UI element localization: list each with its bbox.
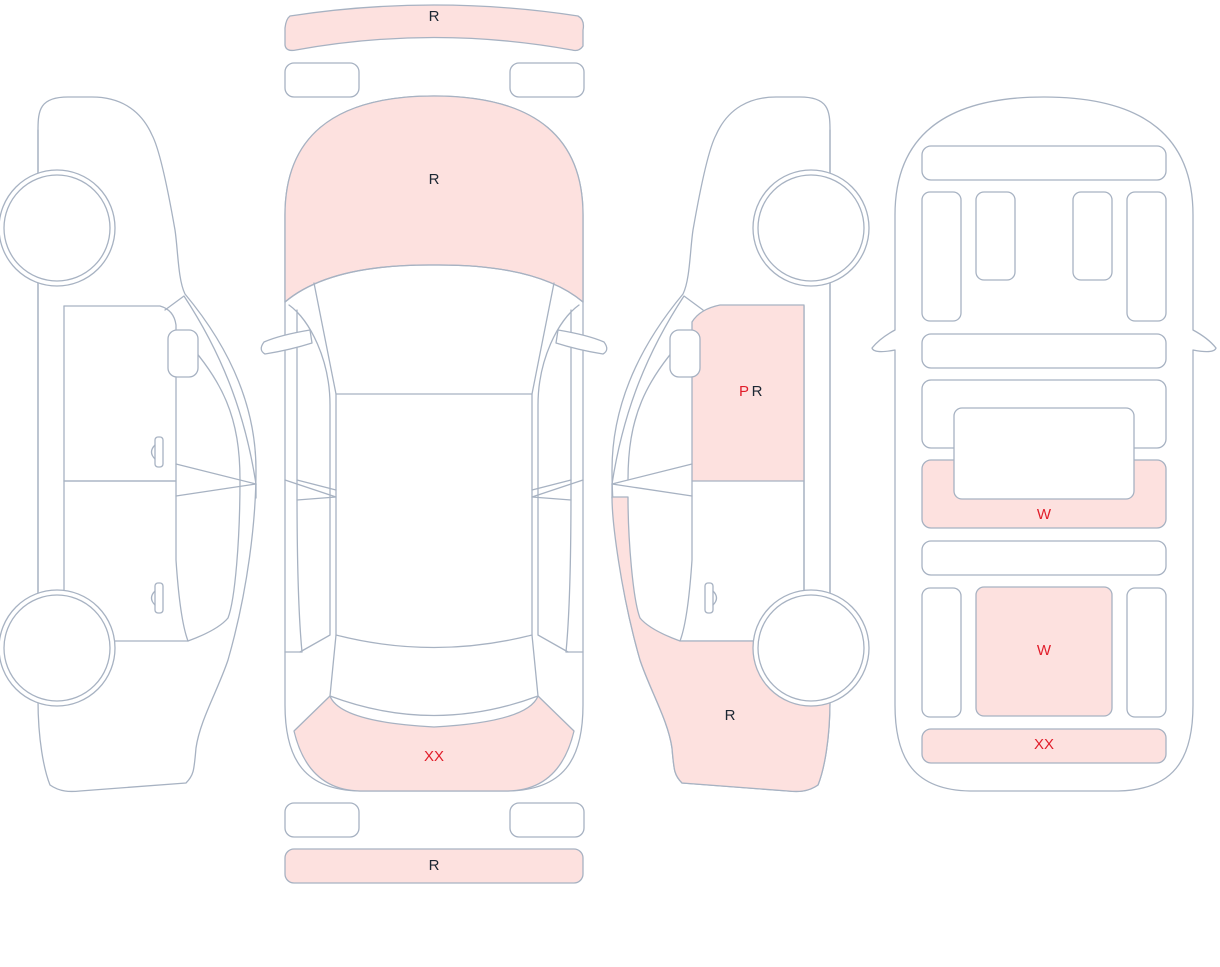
dashboard[interactable] (921, 145, 1167, 181)
rear-console[interactable] (921, 540, 1167, 576)
windshield[interactable] (284, 264, 584, 303)
left-mirror[interactable] (167, 329, 199, 378)
left-front-handle[interactable] (154, 436, 164, 468)
left-headlight[interactable] (284, 62, 360, 98)
passenger-seat[interactable] (1072, 191, 1113, 281)
rear-shelf-panel[interactable] (921, 728, 1167, 764)
rear-shelf-code: XX (1034, 736, 1054, 753)
top-right-mirror[interactable] (555, 329, 608, 355)
hood-code: R (429, 171, 440, 188)
driver-seat[interactable] (975, 191, 1016, 281)
rear-left-door-trim[interactable] (921, 587, 962, 718)
interior-view: W W XX (871, 96, 1217, 792)
rear-right-door-trim[interactable] (1126, 587, 1167, 718)
rear-bumper-code: R (429, 857, 440, 874)
center-console[interactable] (921, 333, 1167, 369)
right-side-view: P R R (611, 96, 870, 793)
right-mirror[interactable] (669, 329, 701, 378)
rear-center-code: W (1037, 642, 1052, 659)
left-side-view (0, 96, 257, 793)
left-rear-door[interactable] (63, 480, 189, 642)
right-front-wheel[interactable] (757, 174, 865, 282)
right-front-door-panel[interactable] (691, 304, 805, 482)
front-bumper-panel[interactable] (284, 4, 585, 52)
second-row-cushion[interactable] (953, 407, 1135, 500)
right-taillight[interactable] (509, 802, 585, 838)
trunk-panel[interactable] (293, 695, 575, 792)
roof[interactable] (335, 393, 533, 649)
rear-window[interactable] (329, 634, 539, 717)
left-front-wheel[interactable] (3, 174, 111, 282)
right-rear-handle[interactable] (704, 582, 714, 614)
front-left-door-trim[interactable] (921, 191, 962, 322)
front-bumper-code: R (429, 8, 440, 25)
front-right-door-trim[interactable] (1126, 191, 1167, 322)
right-front-door-code-r: R (752, 383, 763, 400)
right-rear-wheel[interactable] (757, 594, 865, 702)
right-rear-quarter-panel[interactable] (611, 496, 831, 793)
top-view: R R XX R (260, 4, 608, 884)
right-front-door-code-p: P (739, 383, 749, 400)
rear-center-panel[interactable] (975, 586, 1113, 717)
right-rear-quarter-code: R (725, 707, 736, 724)
right-headlight[interactable] (509, 62, 585, 98)
left-taillight[interactable] (284, 802, 360, 838)
left-rear-wheel[interactable] (3, 594, 111, 702)
second-row-seat-code: W (1037, 506, 1052, 523)
trunk-code: XX (424, 748, 444, 765)
left-front-door[interactable] (63, 305, 177, 482)
rear-bumper-panel[interactable] (284, 848, 584, 884)
left-rear-handle[interactable] (154, 582, 164, 614)
top-left-mirror[interactable] (260, 329, 313, 355)
